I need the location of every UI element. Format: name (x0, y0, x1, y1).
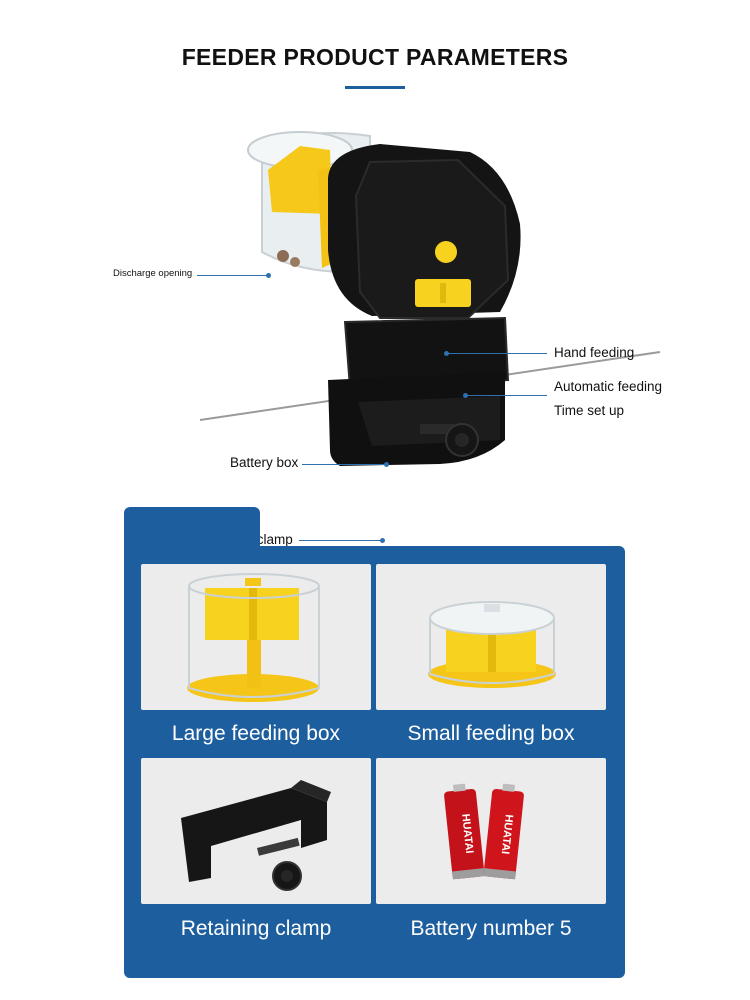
caption-retaining-clamp: Retaining clamp (180, 917, 332, 940)
caption-small-feeding-box: Small feeding box (407, 722, 575, 745)
leader-dot (444, 351, 449, 356)
label-time-set-up: Time set up (554, 403, 625, 418)
leader-dot (266, 273, 271, 278)
leader-line (299, 540, 381, 541)
leader-line (466, 395, 547, 396)
caption-battery-number-5: Battery number 5 (410, 917, 572, 940)
leader-line (197, 275, 267, 276)
leader-line (447, 353, 547, 354)
leader-dot (380, 538, 385, 543)
accessory-card-retaining-clamp (141, 758, 371, 904)
title-underline (345, 86, 405, 89)
label-battery-box: Battery box (230, 455, 299, 470)
small-feeding-box-icon (428, 601, 556, 688)
feeder-illustration (199, 131, 661, 466)
accessory-card-large-feeding-box (141, 564, 371, 710)
retaining-clamp-icon (181, 780, 331, 891)
feeder-product-diagram: Discharge opening Hand feeding Automatic… (0, 100, 750, 547)
label-hand-feeding: Hand feeding (554, 345, 635, 360)
page-title: FEEDER PRODUCT PARAMETERS (181, 44, 569, 70)
accessory-card-small-feeding-box (376, 564, 606, 710)
label-discharge-opening: Discharge opening (113, 268, 193, 279)
large-feeding-box-icon (187, 573, 320, 702)
accessory-card-battery: HUATAI HUATAI (376, 758, 606, 904)
leader-dot (463, 393, 468, 398)
battery-brand-right: HUATAI (499, 814, 515, 855)
battery-brand-left: HUATAI (459, 813, 475, 854)
label-automatic-feeding: Automatic feeding (554, 379, 663, 394)
leader-line (302, 464, 386, 465)
accessories-panel: HUATAI HUATAI Large feeding box Small fe… (124, 546, 625, 978)
leader-dot (384, 462, 389, 467)
caption-large-feeding-box: Large feeding box (171, 722, 341, 745)
battery-icon: HUATAI HUATAI (444, 783, 524, 880)
